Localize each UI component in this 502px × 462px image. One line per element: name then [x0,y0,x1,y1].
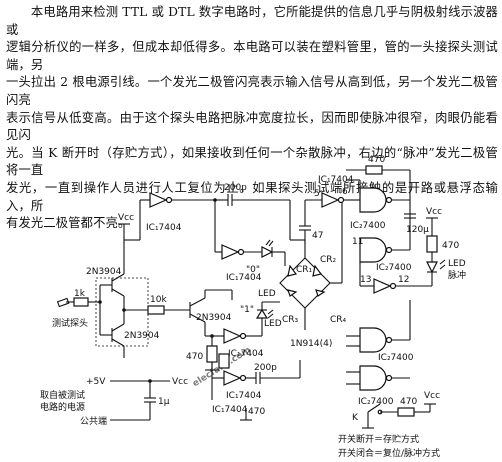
cr1-label: CR₁ [296,265,313,275]
vcc-left-label: Vcc [118,213,134,223]
inverter-low: IC₁7404 "1" LED [223,302,282,359]
description-line: 本电路用来检测 TTL 或 DTL 数字电路时，它所能提供的信息几乎与阴极射线示… [6,5,498,37]
inverter-mid: IC₁7404 "0" LED [215,239,285,299]
r-470-b-label: 470 [248,407,265,417]
mode-open-label: 开关断开＝存贮方式 [338,433,419,445]
probe-label: 测试探头 [52,317,88,329]
cr2-label: CR₂ [320,255,337,265]
vcc-sw-label: Vcc [424,391,440,401]
ic1-mid-label: IC₁7404 [226,273,262,283]
latch-input: IC₁7404 5 6 47 [299,175,354,244]
resistor-470-b [218,353,230,369]
pin-11-label: 11 [352,237,363,247]
nand-latch: IC₂7400 470 120μ IC₂7400 [344,155,429,273]
q1-label: 2N3904 [86,267,122,277]
ic2-d-label: IC₂7400 [358,397,394,407]
led0-name: LED [258,289,276,299]
description-line: 表示信号从低变高。由于这个探头电路把脉冲宽度拉长，因而即使脉冲很窄，肉眼仍能看见… [6,110,498,143]
vcc-right-label: Vcc [426,207,442,217]
mode-closed-label: 开关闭合＝复位/脉冲方式 [338,447,440,459]
diode-part-label: 1N914(4) [290,339,332,349]
power-supply: +5V 1μ Vcc 取自被测试 电路的电源 公共端 [40,377,188,427]
description-line: 光。当 K 断开时（存贮方式），如果接收到任何一个杂散脉冲，右边的“脉冲”发光二… [6,145,498,178]
emitter-resistors: 470 [186,345,219,371]
pulse-led-section: Vcc 470 LED 脉冲 13 12 11 [352,207,466,294]
resistor-470-sw [397,407,415,417]
q2-label: 2N3904 [124,331,160,341]
psu-note-1: 取自被测试 [40,389,85,401]
c-47-label: 47 [312,231,323,241]
r-470-sw-label: 470 [400,397,417,407]
inverter-bottom: IC₁7404 200p 470 IC₁7404 [212,353,300,421]
vcc-left: Vcc [118,213,134,250]
resistor-1k [73,297,89,307]
description-line: 一头拉出 2 根电源引线。一个发光二极管闪亮表示输入信号从高到低，另一个发光二极… [6,75,498,107]
r-470-a-label: 470 [186,352,203,362]
c-120u-label: 120μ [406,225,429,235]
r-10k-label: 10k [150,295,167,305]
cr3-label: CR₃ [282,315,299,325]
common-label: 公共端 [80,415,107,427]
c-1u-label: 1μ [158,397,170,407]
ic1-bot-label: IC₁7404 [212,405,248,415]
r-470-c-label: 470 [442,241,459,251]
ic2-a-label: IC₂7400 [350,221,386,231]
ic2-c-label: IC₂7400 [378,353,414,363]
c-200p-bot-label: 200p [254,363,277,373]
diode-bridge: CR₁ CR₂ CR₃ CR₄ 1N914(4) [262,200,347,378]
resistor-470-a [206,345,218,363]
ic1-right-label: IC₁7404 [318,175,354,185]
ic1-low-label: IC₁7404 [226,391,262,401]
resistor-470-top [365,165,383,175]
led0-label: "0" [246,265,260,275]
psu-note-2: 电路的电源 [40,401,85,413]
inverter-top: IC₁7404 200p [124,183,290,252]
led1-label: "1" [240,305,254,315]
pin-5-label: 5 [314,189,320,199]
ic2-b-label: IC₂7400 [376,263,412,273]
plus5v-label: +5V [86,377,106,387]
led-pulse-name: LED [448,259,466,269]
reset-logic: IC₂7400 IC₂7400 K 470 Vcc [346,300,440,429]
pin-13-label: 13 [360,275,371,285]
r-1k-label: 1k [74,289,86,299]
led1-name: LED [264,319,282,329]
ic1-top-label: IC₁7404 [146,223,182,233]
mode-notes: 开关断开＝存贮方式 开关闭合＝复位/脉冲方式 [338,433,440,459]
description-line: 有发光二极管都不亮。 [6,216,131,231]
pin-12-label: 12 [398,275,409,285]
q3-label: 2N3904 [196,313,232,323]
vcc-psu-label: Vcc [172,377,188,387]
cr4-label: CR₄ [330,315,347,325]
c-200p-top-label: 200p [224,183,247,193]
pin-6-label: 6 [342,187,348,197]
resistor-10k [147,305,165,315]
switch-k-label: K [352,413,359,423]
input-transistors: 2N3904 2N3904 [86,250,160,358]
probe-input: 测试探头 1k [52,285,102,335]
resistor-470-led [426,235,438,253]
r-470-top-label: 470 [368,155,385,165]
led-pulse-label: 脉冲 [448,269,466,281]
ic1-mid2-label: IC₁7404 [228,349,264,359]
description-line: 逻辑分析仪的一样多，但成本却低得多。本电路可以装在塑料管里，管的一头接探头测试端… [6,40,498,72]
